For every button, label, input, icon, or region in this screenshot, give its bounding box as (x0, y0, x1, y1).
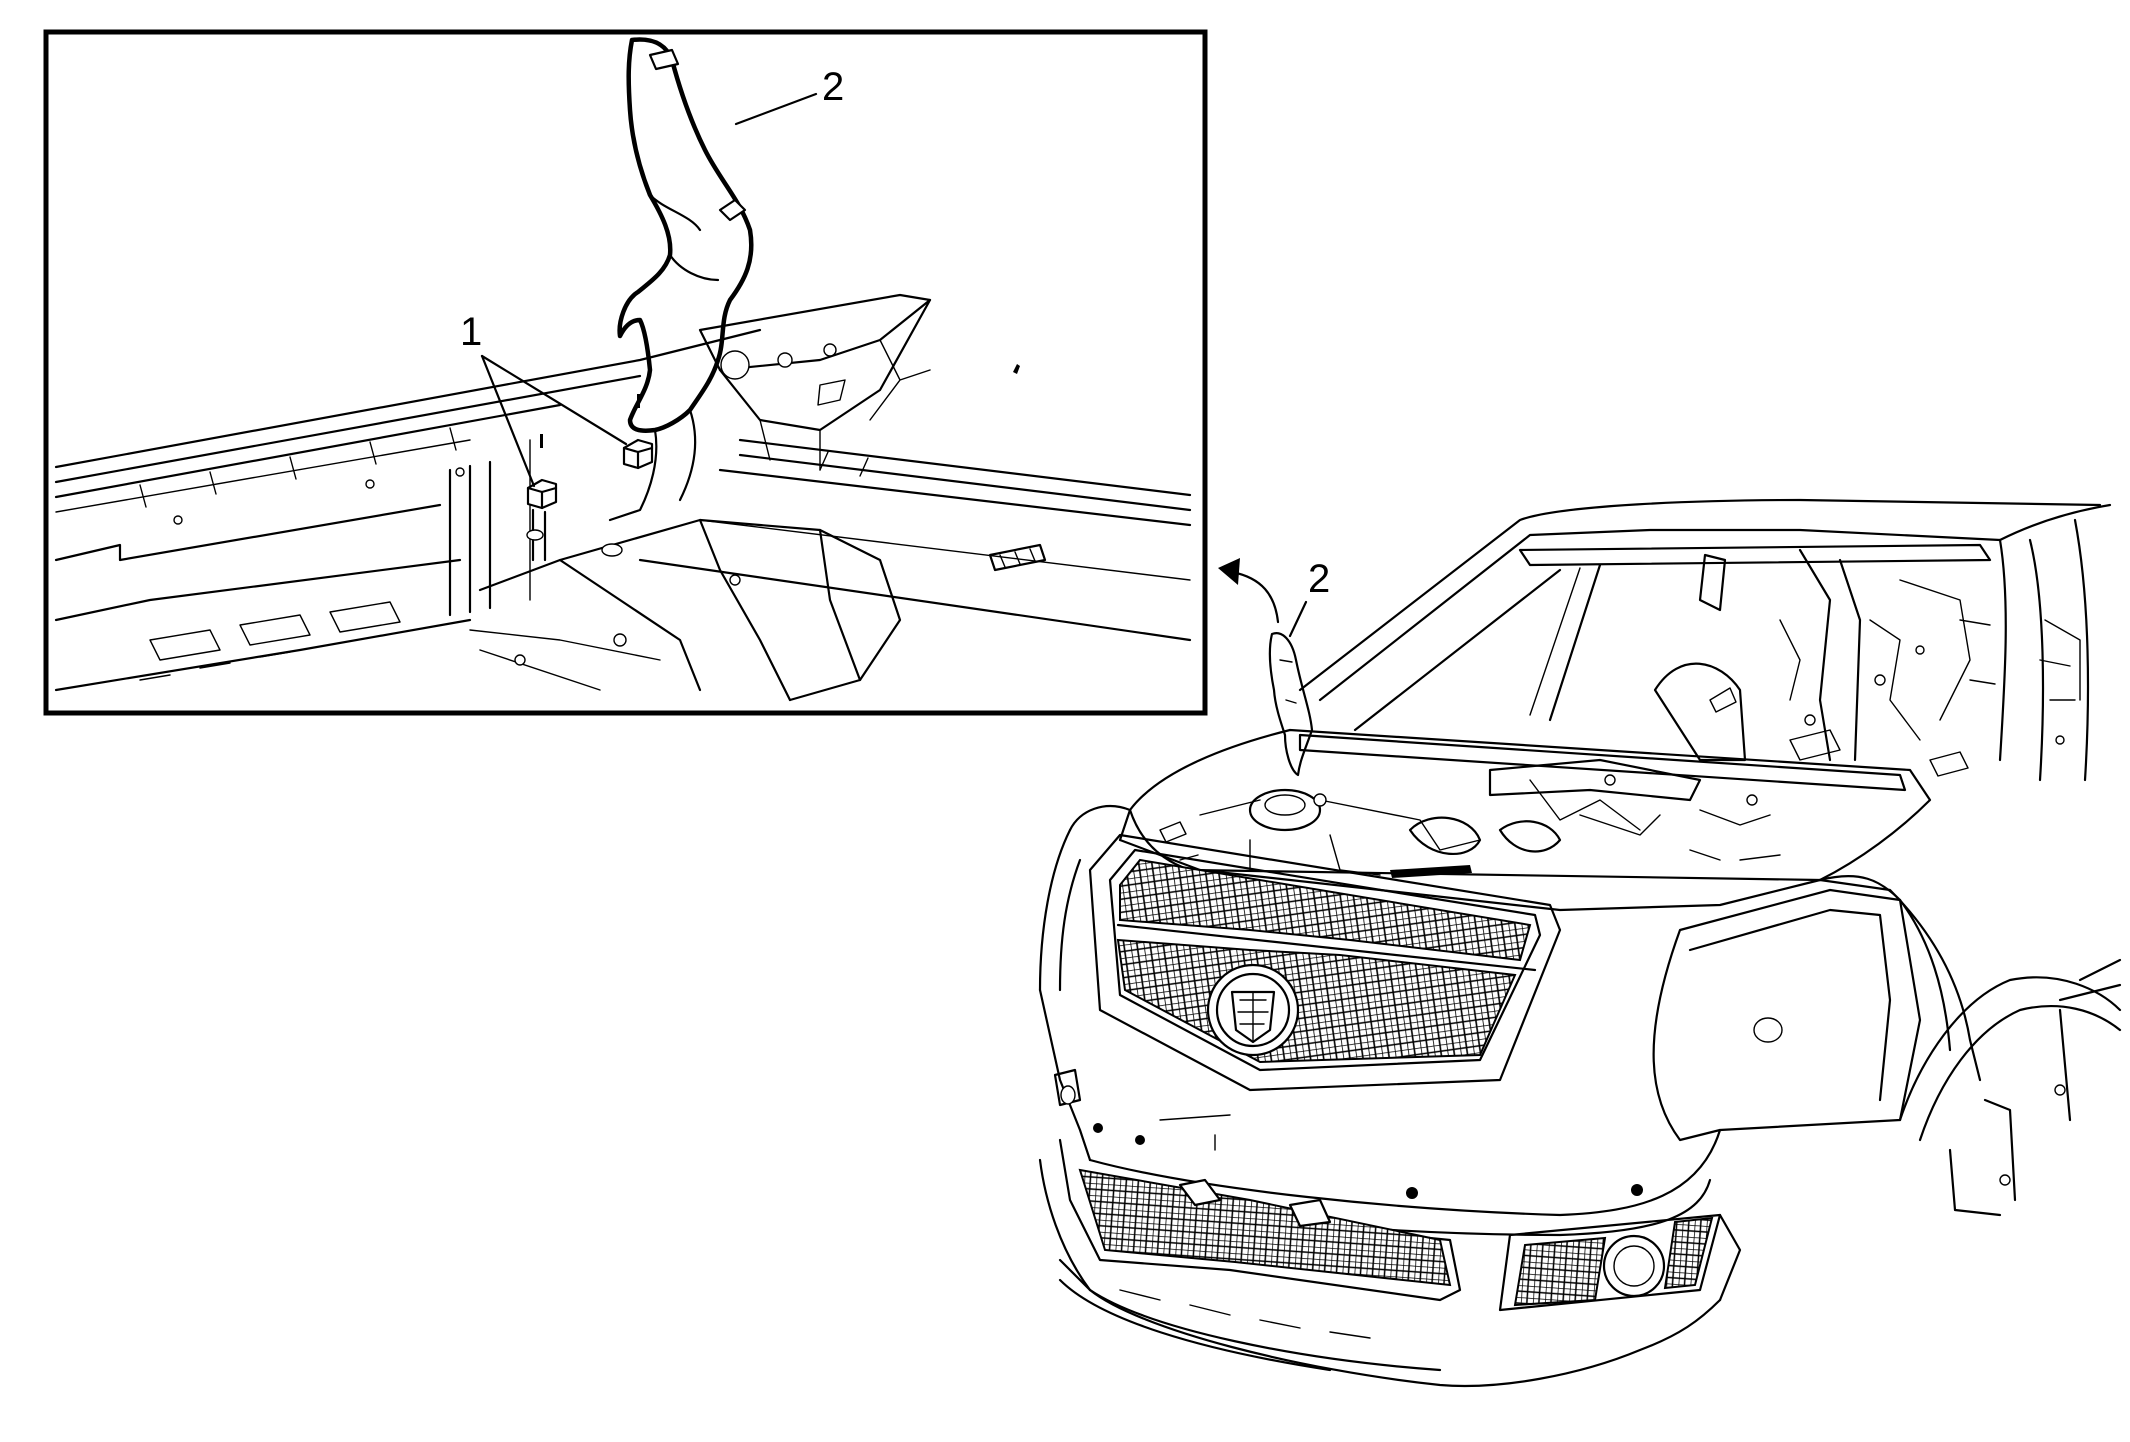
callout-bolts: 1 (460, 310, 482, 354)
callout-hinge-vehicle: 2 (1308, 557, 1330, 601)
hinge-bolt-upper (622, 394, 654, 470)
hinge-bracket-inset (617, 37, 754, 433)
front-grille (1088, 833, 1562, 1092)
callout-hinge-inset: 2 (822, 65, 844, 109)
fog-lamp (1498, 1213, 1722, 1312)
inset-frame (43, 29, 1208, 716)
detail-pointer-arrow (1218, 558, 1280, 624)
lower-intake (1058, 1138, 1462, 1302)
vehicle-front-view: 2 (1038, 498, 2122, 1388)
detail-inset: 1 2 (43, 29, 1208, 716)
inset-drawing (54, 37, 1192, 702)
hinge-bracket-vehicle (1268, 632, 1314, 777)
